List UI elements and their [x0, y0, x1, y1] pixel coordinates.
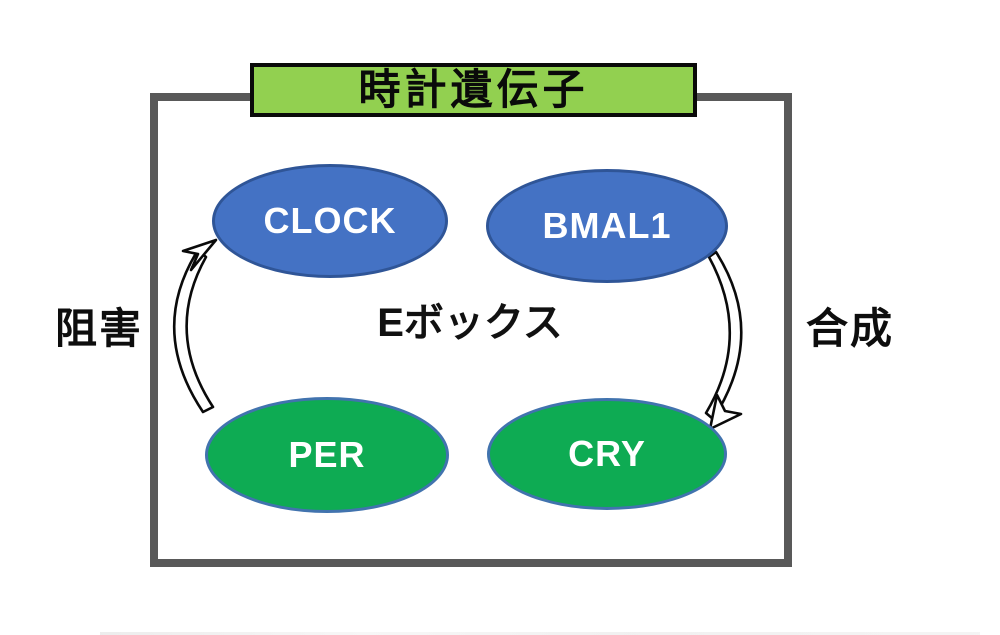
bottom-edge-artifact [100, 632, 980, 635]
node-bmal1: BMAL1 [486, 169, 728, 283]
node-per: PER [205, 397, 449, 513]
synthesis-label: 合成 [806, 305, 895, 352]
ebox-label: Eボックス [377, 301, 563, 345]
node-clock: CLOCK [212, 164, 448, 278]
title-box: 時計遺伝子 [250, 63, 697, 117]
node-cry: CRY [487, 398, 727, 510]
inhibition-label: 阻害 [55, 305, 144, 352]
title-label: 時計遺伝子 [358, 66, 589, 113]
node-clock-label: CLOCK [263, 200, 397, 241]
node-cry-label: CRY [568, 433, 646, 474]
node-per-label: PER [288, 434, 366, 475]
node-bmal1-label: BMAL1 [542, 205, 672, 246]
